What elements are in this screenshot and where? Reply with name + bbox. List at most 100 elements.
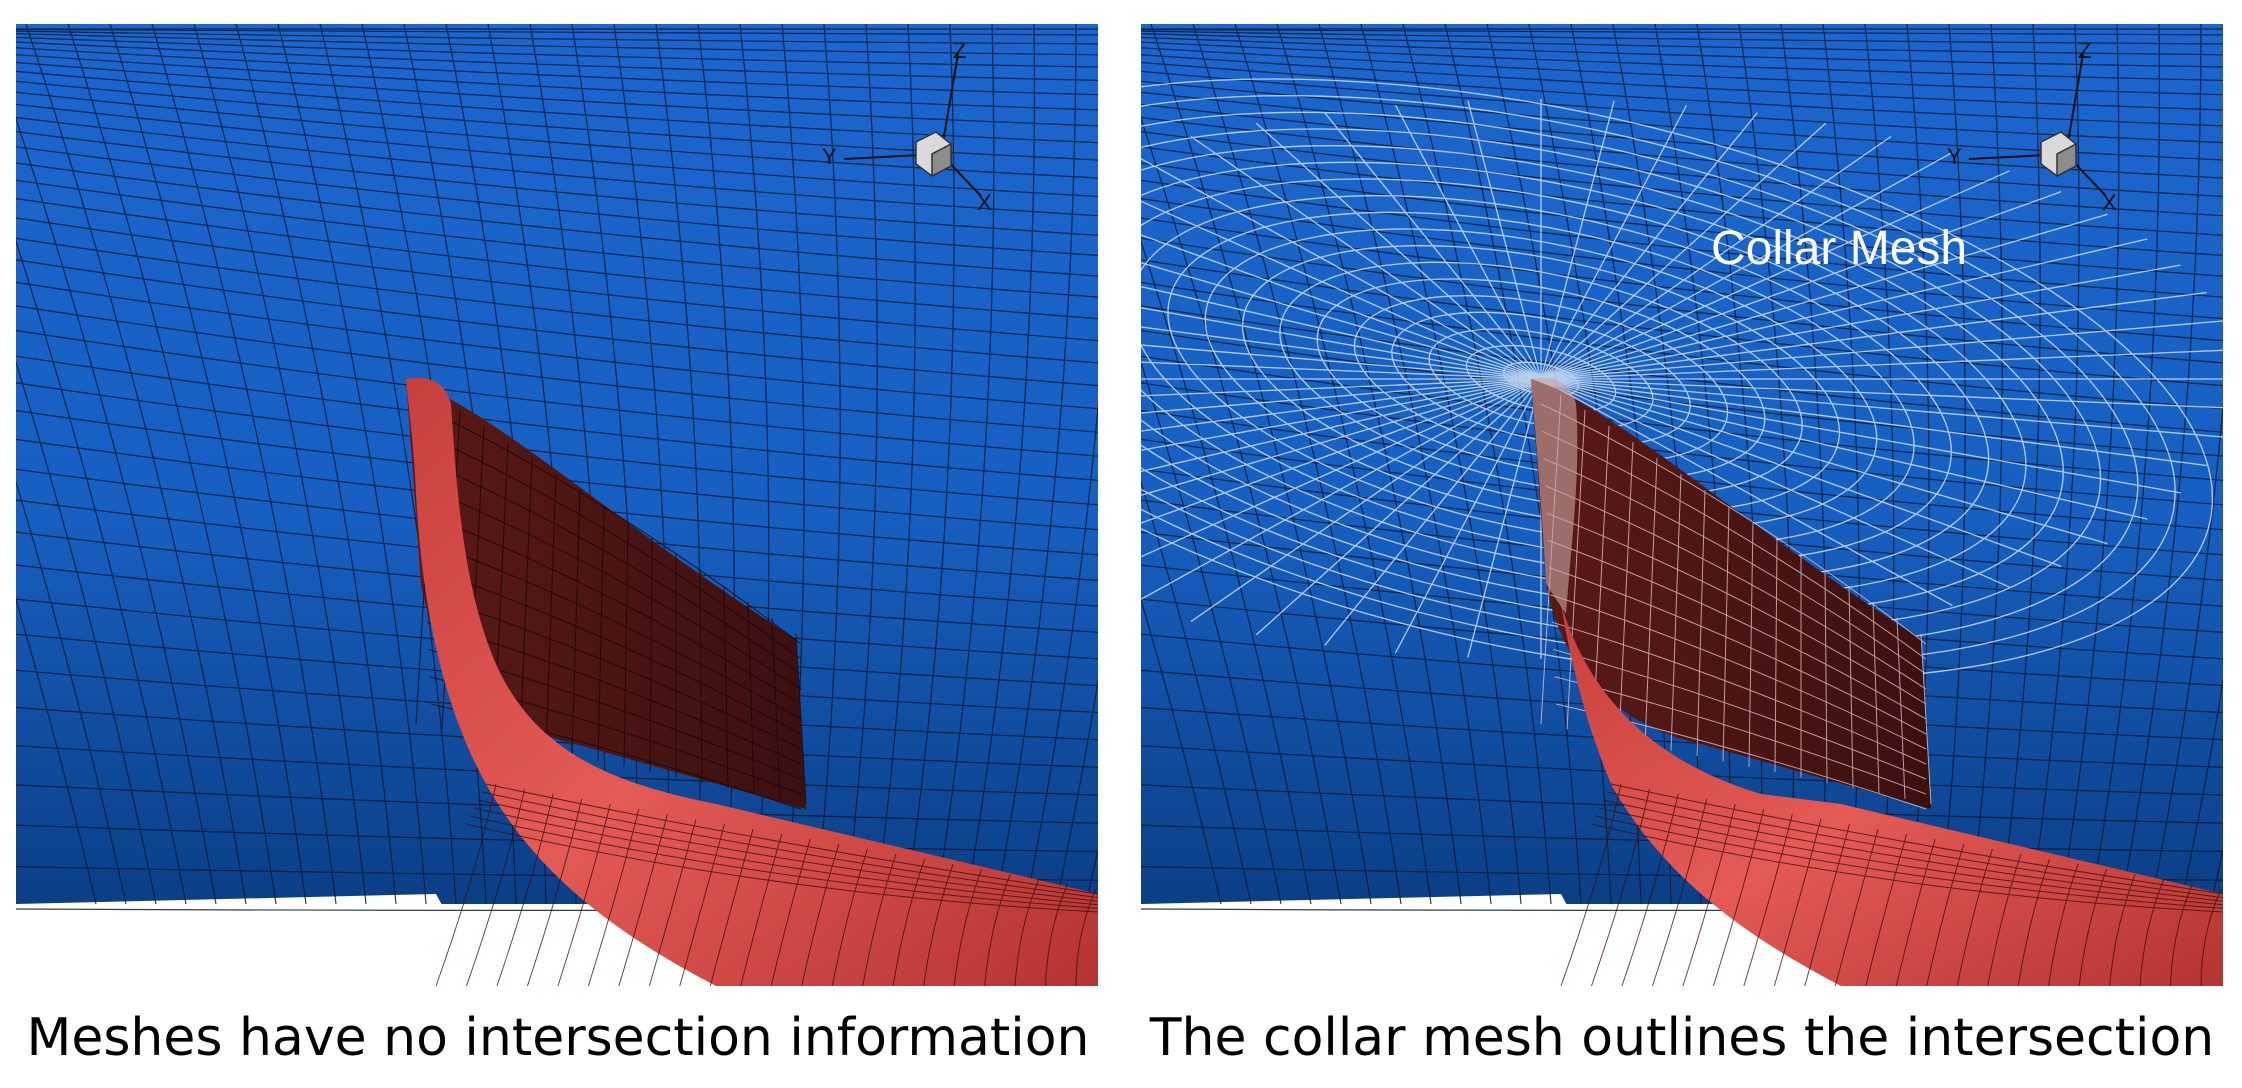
mesh-line: [1141, 198, 2223, 320]
mesh-line: [1141, 179, 2223, 298]
red-mesh-line: [709, 828, 754, 986]
collar-spoke: [1141, 378, 1542, 558]
mesh-line: [995, 24, 1077, 905]
fin-mesh-line: [424, 567, 802, 735]
collar-spoke: [1467, 378, 1542, 658]
red-mesh-line: [557, 803, 611, 986]
mesh-line: [16, 116, 1098, 217]
mesh-line: [16, 36, 1098, 68]
collar-ring: [1241, 245, 1841, 513]
collar-ring: [1141, 178, 1990, 580]
red-mesh-line: [679, 823, 726, 986]
collar-spoke: [1540, 291, 2207, 380]
fin-red-surface: [406, 377, 1098, 986]
fin-mesh-line: [1748, 521, 1754, 767]
collar-spoke: [1141, 200, 1542, 380]
mesh-line: [1141, 480, 1252, 905]
red-mesh-line: [1606, 791, 2223, 899]
collar-ring: [1141, 145, 2064, 613]
mesh-line: [1360, 24, 1522, 905]
red-mesh-line: [1834, 828, 1879, 986]
caption-left: Meshes have no intersection information: [26, 1008, 1090, 1068]
collar-spoke: [1540, 122, 1827, 380]
red-mesh-line: [1682, 803, 1736, 986]
collar-spoke: [1540, 100, 1615, 380]
fin-red-surface: [1561, 604, 2223, 986]
mesh-line: [2090, 24, 2161, 905]
mesh-line: [16, 237, 1098, 364]
fin-mesh-line: [417, 430, 802, 660]
mesh-line: [845, 24, 878, 905]
mesh-line: [67, 24, 277, 905]
mesh-line: [1141, 597, 1222, 905]
collar-spoke: [1540, 191, 2062, 380]
mesh-line: [16, 54, 1098, 111]
collar-ring: [1141, 111, 2139, 647]
red-mesh-line: [740, 833, 783, 986]
collar-spoke: [1540, 349, 2223, 380]
fin-mesh-line: [1774, 537, 1778, 773]
red-mesh-line: [1590, 823, 2223, 913]
fin-mesh-line: [1696, 489, 1706, 757]
fin-leading-edge-collar: [1531, 377, 1578, 614]
fin-mesh-line: [649, 537, 653, 773]
fin-mesh-line: [422, 539, 802, 720]
collar-ring: [1204, 228, 1878, 530]
fin-mesh-line: [545, 473, 557, 751]
mesh-line: [16, 480, 127, 905]
mesh-line: [1141, 41, 2223, 81]
collar-spoke: [1324, 378, 1542, 646]
mesh-line: [875, 24, 916, 905]
mesh-line: [2030, 24, 2080, 905]
mesh-line: [1318, 24, 1492, 905]
mesh-line: [1276, 24, 1462, 905]
fin-mesh-line: [1896, 617, 1906, 799]
collar-ring: [1141, 128, 2102, 630]
mesh-line: [1141, 281, 2223, 410]
collar-spoke: [1190, 135, 1542, 380]
mesh-line: [1141, 116, 1342, 905]
fin-mesh-line: [419, 485, 802, 690]
red-mesh-line: [1651, 798, 1708, 986]
fin-mesh-line: [421, 512, 802, 705]
collar-spoke: [1324, 112, 1542, 380]
mesh-line: [1141, 237, 2223, 364]
red-mesh-line: [618, 813, 668, 986]
collar-spoke: [1540, 135, 1892, 380]
collar-spoke: [1141, 378, 1542, 496]
fin-mesh-line: [1551, 621, 1927, 765]
collar-mesh-label: Collar Mesh: [1711, 222, 1967, 275]
mesh-line: [1055, 677, 1098, 905]
collar-spoke: [1540, 238, 2148, 380]
collar-spoke: [1540, 264, 2181, 380]
red-mesh-line: [1560, 783, 1622, 986]
red-mesh-line: [2170, 883, 2193, 986]
mesh-line: [16, 382, 1098, 506]
red-mesh-line: [1075, 888, 1097, 986]
mesh-line: [16, 146, 1098, 256]
collar-ring: [1141, 195, 1952, 563]
mesh-line: [1141, 30, 2223, 45]
collar-spoke: [1540, 378, 2108, 545]
left-panel-image: Z Y X: [16, 24, 1098, 986]
mesh-line: [25, 24, 247, 905]
mesh-line: [613, 24, 670, 905]
fin-mesh-line: [1566, 409, 1586, 730]
mesh-line: [16, 33, 1098, 56]
fin-mesh-line: [597, 505, 605, 762]
mesh-line: [1141, 116, 2223, 217]
mesh-line: [16, 217, 1098, 342]
mesh-line: [16, 47, 1098, 96]
mesh-line: [1141, 146, 2223, 256]
mesh-line: [16, 281, 1098, 410]
collar-spoke: [1141, 378, 1542, 524]
mesh-line: [1141, 103, 2223, 198]
mesh-line: [2180, 677, 2223, 905]
mesh-line: [815, 24, 841, 905]
fin-red-mesh: [1560, 783, 2223, 986]
axis-z-label: Z: [953, 38, 966, 63]
fin-mesh-line: [1547, 539, 1927, 720]
mesh-line: [2060, 24, 2120, 905]
mesh-line: [1141, 382, 2223, 506]
collar-spoke: [1540, 378, 2181, 494]
